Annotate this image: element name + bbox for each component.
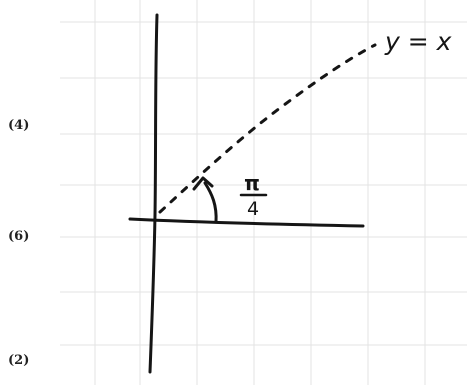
- question-label-4: (4): [8, 118, 30, 133]
- y-axis: [148, 13, 159, 374]
- grid-paper: [60, 0, 467, 385]
- angle-arc: [203, 181, 218, 224]
- question-label-2: (2): [8, 353, 30, 368]
- line-y-equals-x: [158, 43, 377, 214]
- angle-label-numerator: π: [244, 171, 260, 195]
- arrow-head-icon: [192, 176, 214, 191]
- question-label-6: (6): [8, 229, 30, 244]
- x-axis: [128, 217, 365, 228]
- angle-label-denominator: 4: [247, 198, 259, 220]
- line-label: y = x: [384, 27, 452, 56]
